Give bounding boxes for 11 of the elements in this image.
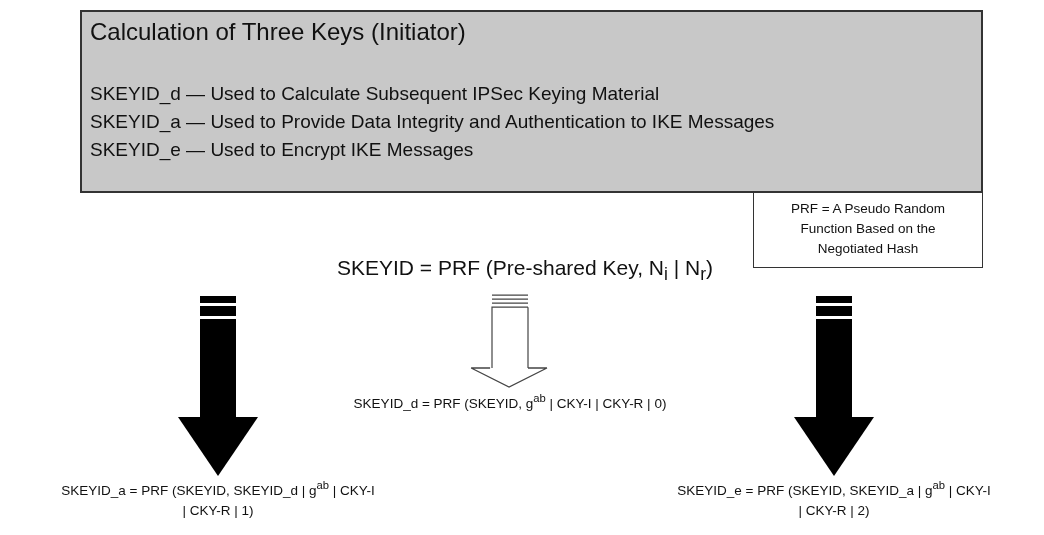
formula-text: SKEYID = PRF (Pre-shared Key, N$_{i}$ | N$_{r}$): [330, 253, 720, 290]
key-description: SKEYID_a — Used to Provide Data Integrity and Authentication to IKE Messages: [90, 110, 776, 135]
formula-text: SKEYID_a = PRF (SKEYID, SKEYID_d | g$^{ab}$ | CKY-I | CKY-R | 1): [60, 475, 376, 521]
formula-text: SKEYID_e = PRF (SKEYID, SKEYID_a | g$^{ab}$ | CKY-I | CKY-R | 2): [676, 475, 992, 521]
key-description: SKEYID_d — Used to Calculate Subsequent IPSec Keying Material: [90, 82, 661, 107]
key-description: SKEYID_e — Used to Encrypt IKE Messages: [90, 138, 475, 163]
panel-title: Calculation of Three Keys (Initiator): [90, 18, 467, 46]
note-box: PRF = A Pseudo Random Function Based on the Negotiated Hash: [753, 192, 983, 268]
arrow: [470, 294, 548, 388]
formula-text: SKEYID_d = PRF (SKEYID, g$^{ab}$ | CKY-I | CKY-R | 0): [300, 388, 720, 414]
heading-panel: [80, 10, 983, 193]
